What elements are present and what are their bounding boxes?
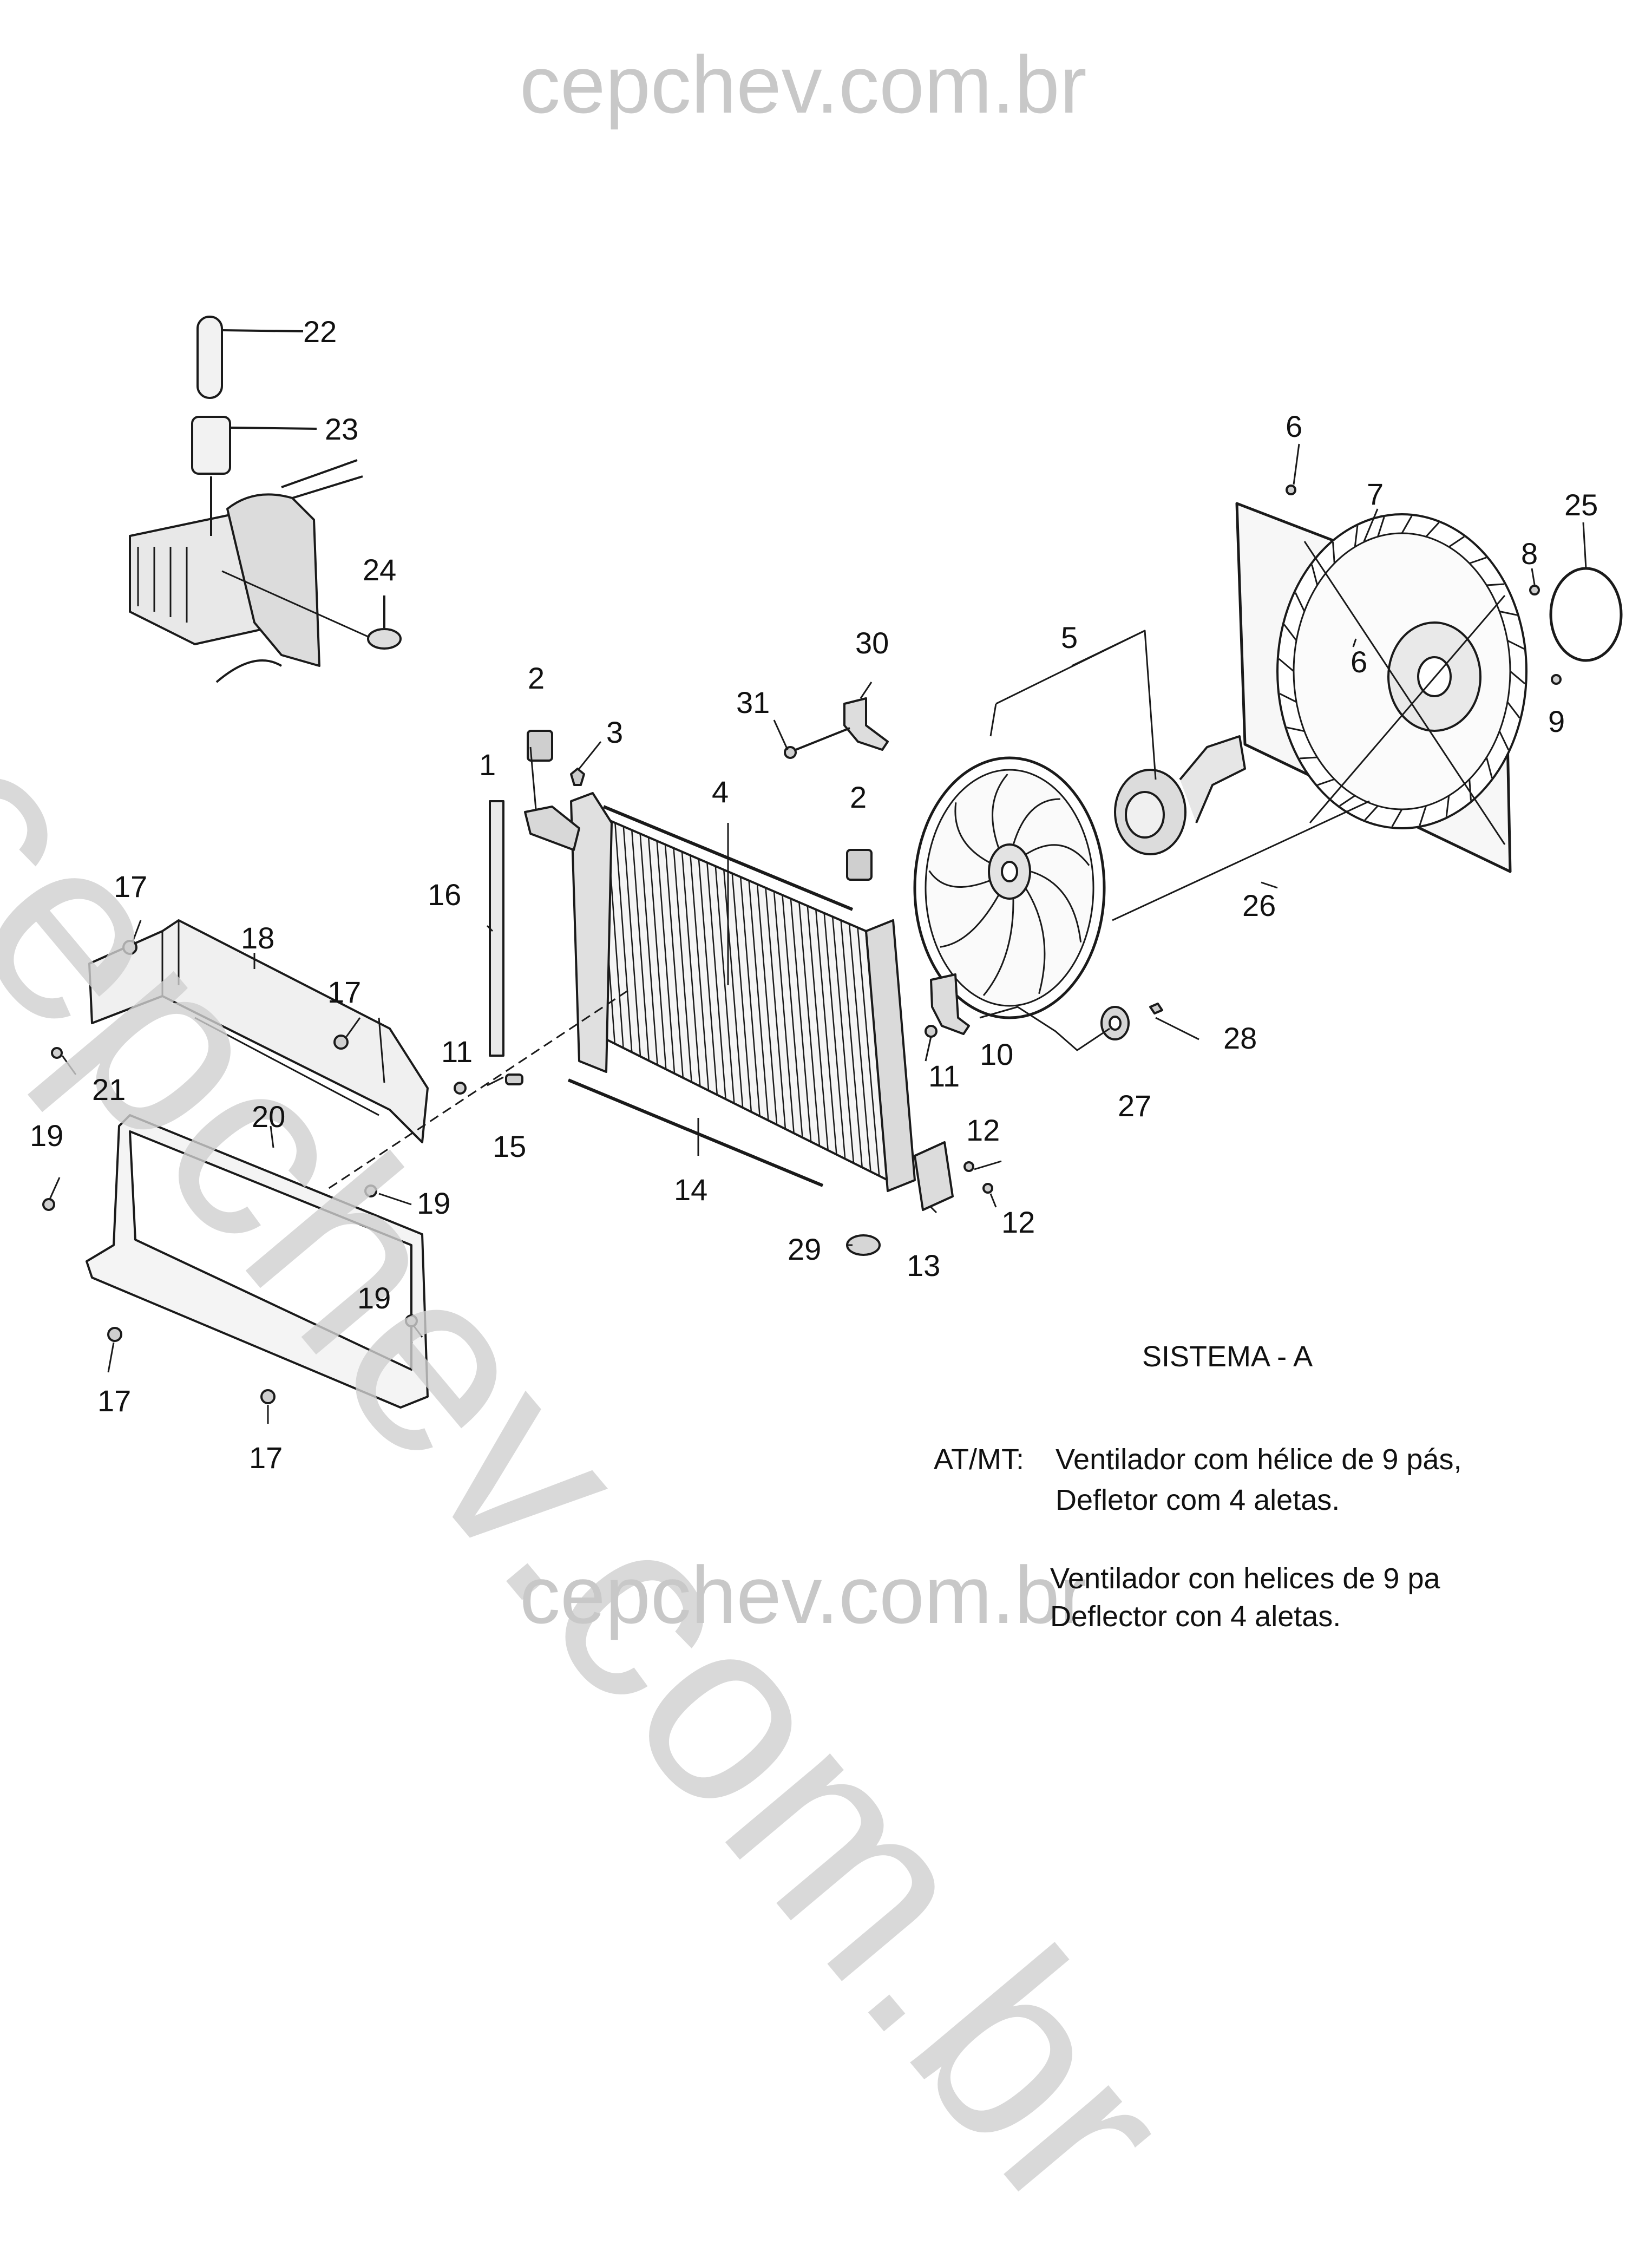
callout-26: 26 [1242, 888, 1276, 922]
part-17-fastener-a [122, 940, 137, 955]
callout-6-top: 6 [1286, 409, 1303, 443]
callout-1: 1 [479, 748, 496, 782]
part-4-radiator [567, 792, 916, 1192]
callout-9: 9 [1548, 704, 1565, 738]
callout-29: 29 [788, 1232, 822, 1266]
callout-19-b: 19 [417, 1186, 451, 1220]
callout-31: 31 [736, 685, 770, 719]
callout-6-mid: 6 [1351, 645, 1368, 679]
callout-11-right: 11 [928, 1059, 960, 1093]
part-27-grommet [1100, 1006, 1130, 1040]
callout-22: 22 [303, 315, 337, 349]
part-19-fastener-a [42, 1198, 55, 1211]
part-reservoir-assembly [129, 459, 379, 683]
part-30-bracket [843, 697, 889, 751]
callout-3: 3 [606, 715, 624, 749]
callout-17-d: 17 [249, 1441, 283, 1475]
watermark-top: cepchev.com.br [520, 39, 1087, 130]
callout-21: 21 [92, 1072, 126, 1107]
note-line-1: Ventilador com hélice de 9 pás, [1056, 1443, 1462, 1476]
part-7-shroud [1235, 502, 1528, 873]
callout-15: 15 [493, 1129, 527, 1163]
part-2-insulator-left [527, 730, 553, 762]
callout-16: 16 [428, 878, 462, 912]
callout-20: 20 [252, 1099, 286, 1134]
callout-18: 18 [241, 921, 275, 955]
part-22-hose [196, 316, 304, 399]
part-8-screw [1529, 585, 1540, 595]
part-12-screw-b [982, 1183, 993, 1194]
part-12-screw-a [963, 1161, 974, 1172]
part-16-seal-strip [489, 800, 504, 1057]
part-10-bracket [930, 973, 970, 1035]
system-label: SISTEMA - A [1142, 1340, 1313, 1373]
callout-17-a: 17 [114, 869, 148, 904]
part-23-sleeve [191, 416, 317, 475]
part-25-ring [1549, 567, 1623, 662]
part-19-fastener-c [405, 1314, 418, 1327]
note-prefix: AT/MT: [934, 1443, 1024, 1476]
callout-30: 30 [855, 626, 889, 660]
callout-14: 14 [674, 1173, 708, 1207]
part-6-screw-top [1286, 485, 1296, 495]
part-9-screw [1551, 674, 1562, 685]
part-18-deflector [88, 919, 429, 1143]
callout-19-a: 19 [30, 1118, 64, 1153]
part-15-stud [505, 1073, 523, 1085]
callout-11-left: 11 [441, 1035, 473, 1069]
part-5-motor [1114, 735, 1246, 855]
callout-23: 23 [325, 412, 359, 446]
callout-13: 13 [907, 1248, 941, 1282]
callout-5: 5 [1061, 620, 1078, 654]
note-line-2: Defletor com 4 aletas. [1056, 1484, 1340, 1516]
part-5-fan [913, 756, 1106, 1019]
callout-10: 10 [980, 1037, 1014, 1071]
part-20-lower-deflector [86, 1114, 429, 1409]
callout-24: 24 [363, 553, 397, 587]
part-11-bolt-right [925, 1025, 938, 1038]
part-17-fastener-c [107, 1327, 122, 1342]
callout-28: 28 [1223, 1021, 1257, 1055]
callout-17-b: 17 [327, 975, 362, 1009]
callout-8: 8 [1521, 536, 1538, 571]
callout-4: 4 [712, 775, 729, 809]
part-3-clip [570, 768, 585, 786]
watermark-bottom: cepchev.com.br [520, 1549, 1087, 1640]
part-28-clip [1149, 1003, 1163, 1014]
part-11-bolt-left [454, 1082, 467, 1095]
note-line-4: Deflector con 4 aletas. [1050, 1600, 1341, 1633]
callout-12-a: 12 [966, 1113, 1000, 1147]
part-31-screw [784, 727, 850, 759]
callout-27: 27 [1118, 1089, 1152, 1123]
note-line-3: Ventilador con helices de 9 pa [1050, 1562, 1440, 1595]
part-17-fastener-b [333, 1035, 349, 1050]
callout-2-right: 2 [850, 780, 867, 814]
part-13-bracket [914, 1141, 954, 1211]
exploded-parts-diagram [42, 316, 1623, 1424]
callout-12-b: 12 [1001, 1205, 1035, 1239]
part-2-insulator-right [846, 849, 873, 881]
part-21-fastener [51, 1047, 63, 1059]
part-17-fastener-d [260, 1389, 276, 1404]
part-19-fastener-b [364, 1184, 377, 1197]
part-1-bracket [524, 806, 580, 851]
callout-7: 7 [1367, 477, 1384, 511]
callout-19-c: 19 [357, 1281, 391, 1315]
leader-lines [49, 443, 1587, 1424]
part-24-nut [367, 595, 402, 650]
callout-25: 25 [1564, 488, 1598, 522]
callout-17-c: 17 [97, 1384, 132, 1418]
callout-2-left: 2 [528, 661, 545, 695]
